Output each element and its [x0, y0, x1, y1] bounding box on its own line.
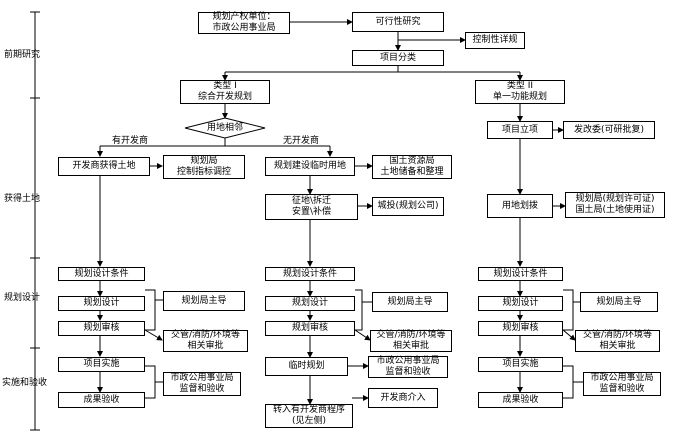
permits-box: 规划局(规划许可证) 国土局(土地使用证) — [565, 192, 665, 218]
urban-investment-box: 城投(规划公司) — [372, 197, 444, 216]
colA-implement-box: 项目实施 — [58, 357, 145, 372]
detailed-plan-box: 控制性详规 — [465, 32, 525, 49]
colC-plan-design-box: 规划设计 — [478, 296, 563, 311]
demolish-compensate-box: 征地\拆迁 安置\补偿 — [265, 194, 358, 220]
colA-acceptance-box: 成果验收 — [58, 392, 145, 408]
planning-bureau-control-box: 规划局 控制指标调控 — [163, 155, 245, 179]
phase-label-design: 规划设计 — [4, 293, 41, 303]
feasibility-box: 可行性研究 — [352, 12, 444, 32]
colC-plan-review-box: 规划审核 — [478, 321, 563, 336]
project-setup-box: 项目立项 — [487, 121, 553, 139]
colA-supervise-box: 市政公用事业局 监督和验收 — [163, 372, 241, 396]
colC-supervise-box: 市政公用事业局 监督和验收 — [583, 372, 661, 396]
owner-box: 规划产权单位： 市政公用事业局 — [198, 12, 290, 34]
colC-design-condition-box: 规划设计条件 — [478, 267, 563, 281]
colB-plan-design-box: 规划设计 — [265, 296, 355, 311]
type2-box: 类型 II 单一功能规划 — [475, 80, 565, 104]
decision-label: 用地相邻 — [206, 123, 243, 133]
transfer-box: 转入有开发商程序 (见左侧) — [265, 404, 353, 428]
colA-dept-approval-box: 交管/消防/环境等 相关审批 — [163, 330, 248, 352]
colA-design-condition-box: 规划设计条件 — [58, 267, 145, 281]
colA-bureau-lead-box: 规划局主导 — [163, 291, 245, 311]
branch-without-developer: 无开发商 — [283, 136, 320, 146]
colC-bureau-lead-box: 规划局主导 — [580, 292, 658, 312]
developer-enter-box: 开发商介入 — [368, 388, 438, 408]
colB-bureau-lead-box: 规划局主导 — [372, 292, 448, 312]
colB-dept-approval-box: 交管/消防/环境等 相关审批 — [370, 330, 452, 352]
phase-label-land: 获得土地 — [4, 194, 41, 204]
temp-plan-box: 临时规划 — [265, 357, 348, 376]
colC-acceptance-box: 成果验收 — [478, 392, 563, 408]
decision-diamond — [184, 117, 266, 139]
land-reserve-org-box: 国土资源局 土地储备和整理 — [372, 155, 452, 179]
temp-land-box: 规划建设临时用地 — [265, 157, 355, 176]
classify-box: 项目分类 — [352, 50, 444, 66]
phase-label-research: 前期研究 — [4, 50, 41, 60]
colA-plan-design-box: 规划设计 — [58, 296, 145, 311]
colA-plan-review-box: 规划审核 — [58, 321, 145, 336]
land-allocation-box: 用地划拨 — [487, 194, 553, 218]
reform-commission-box: 发改委(可研批复) — [563, 121, 655, 139]
colB-design-condition-box: 规划设计条件 — [265, 267, 355, 281]
colB-plan-review-box: 规划审核 — [265, 321, 355, 336]
developer-acquire-land-box: 开发商获得土地 — [58, 157, 150, 176]
colB-supervise-box: 市政公用事业局 监督和验收 — [368, 356, 448, 378]
colC-implement-box: 项目实施 — [478, 357, 563, 372]
colC-dept-approval-box: 交管/消防/环境等 相关审批 — [575, 330, 660, 352]
phase-label-implement: 实施和验收 — [2, 378, 48, 388]
type1-box: 类型 I 综合开发规划 — [180, 80, 270, 104]
branch-with-developer: 有开发商 — [112, 136, 149, 146]
